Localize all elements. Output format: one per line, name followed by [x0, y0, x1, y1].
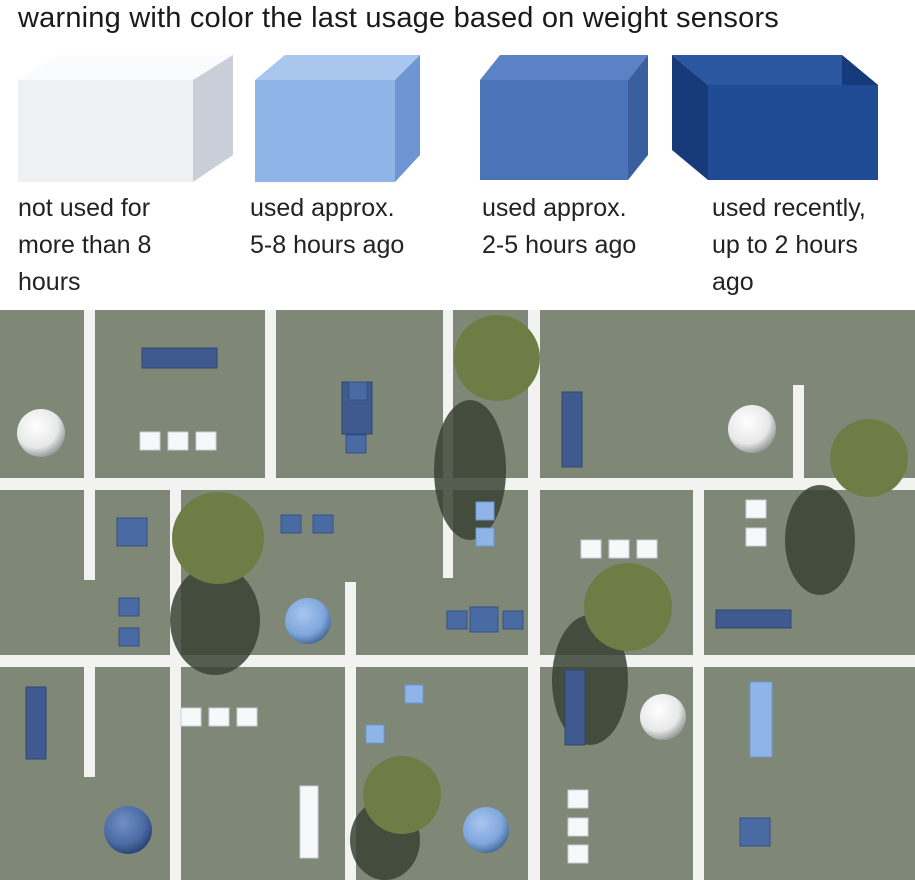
block-medium	[118, 627, 140, 647]
block-unused	[580, 539, 602, 559]
path-vertical	[84, 667, 95, 777]
ground	[0, 310, 915, 880]
block-unused	[180, 707, 202, 727]
block-unused	[167, 431, 189, 451]
bench-recent	[715, 609, 792, 629]
path-horizontal-lower	[0, 655, 915, 667]
path-vertical	[528, 310, 540, 880]
tree-icon	[584, 563, 672, 651]
block-unused	[608, 539, 630, 559]
block-medium	[446, 610, 468, 630]
tree-shadows	[170, 400, 855, 880]
bench-recent	[141, 347, 218, 369]
bench-recent	[561, 391, 583, 468]
block-light	[404, 684, 424, 704]
block-medium	[345, 434, 367, 454]
legend-cube-medium-blue	[480, 55, 648, 180]
blocks-medium	[116, 381, 771, 847]
block-medium	[280, 514, 302, 534]
block-unused	[745, 499, 767, 519]
blocks-unused	[139, 431, 767, 864]
path-vertical	[84, 310, 95, 580]
blocks-light	[365, 501, 773, 758]
legend-label-5-8-hours: used approx.5-8 hours ago	[250, 194, 405, 259]
block-unused	[567, 789, 589, 809]
path-vertical	[693, 485, 704, 880]
block-unused	[139, 431, 161, 451]
aerial-map	[0, 310, 915, 880]
sphere-seat-medium-blue	[104, 806, 152, 854]
path-vertical	[793, 385, 804, 490]
legend-cube-white	[18, 55, 233, 182]
block-unused	[636, 539, 658, 559]
path-vertical	[345, 582, 356, 880]
cube-front	[18, 80, 193, 182]
block-light	[365, 724, 385, 744]
legend-label-2-5-hours: used approx.2-5 hours ago	[482, 194, 637, 259]
sphere-seat-white	[17, 409, 65, 457]
block-medium	[469, 606, 499, 633]
bench-light	[749, 681, 773, 758]
legend-cube-light-blue	[255, 55, 420, 182]
page-title: warning with color the last usage based …	[18, 2, 779, 34]
bench-recent	[25, 686, 47, 760]
block-unused	[745, 527, 767, 547]
block-medium	[739, 817, 771, 847]
block-light	[475, 501, 495, 521]
block-unused	[208, 707, 230, 727]
block-unused	[567, 844, 589, 864]
tree-icon	[454, 315, 540, 401]
block-light	[475, 527, 495, 547]
block-medium	[116, 517, 148, 547]
path-vertical	[265, 310, 276, 478]
path-vertical	[170, 490, 181, 880]
block-medium	[312, 514, 334, 534]
block-medium	[118, 597, 140, 617]
cube-top	[18, 55, 233, 80]
block-medium	[348, 381, 368, 401]
legend-cube-dark-blue	[672, 55, 878, 180]
cube-side	[193, 55, 233, 182]
block-unused	[236, 707, 258, 727]
tree-icon	[172, 492, 264, 584]
sphere-seat-light-blue	[285, 598, 331, 644]
tree-icon	[830, 419, 908, 497]
tree-icon	[363, 756, 441, 834]
sphere-seat-white	[640, 694, 686, 740]
bench-recent	[564, 669, 586, 746]
block-unused	[195, 431, 217, 451]
sphere-seat-white	[728, 405, 776, 453]
sphere-seat-light-blue	[463, 807, 509, 853]
block-medium	[502, 610, 524, 630]
bench-unused	[299, 785, 319, 859]
block-unused	[567, 817, 589, 837]
